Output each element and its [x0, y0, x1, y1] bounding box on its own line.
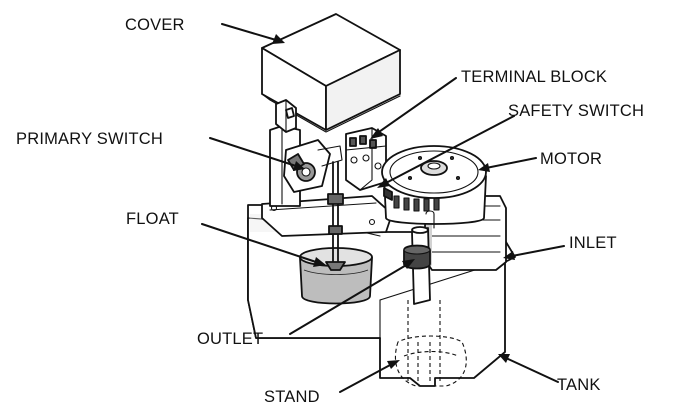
arrow-float	[201, 223, 317, 263]
label-tank: TANK	[557, 376, 601, 394]
arrow-tank	[505, 357, 559, 383]
label-stand: STAND	[264, 388, 320, 406]
label-cover: COVER	[125, 16, 185, 34]
arrow-cover	[221, 23, 277, 41]
label-safety-switch: SAFETY SWITCH	[508, 102, 644, 120]
label-primary-switch: PRIMARY SWITCH	[16, 130, 163, 148]
float-rod	[325, 161, 346, 271]
stand	[394, 300, 467, 387]
arrow-safety-switch	[383, 115, 515, 185]
arrow-primary-switch	[209, 137, 297, 167]
float	[299, 247, 373, 305]
arrow-outlet	[289, 263, 409, 335]
label-float: FLOAT	[126, 210, 179, 228]
arrow-inlet	[511, 245, 565, 257]
motor	[381, 145, 487, 225]
arrow-terminal-block	[375, 77, 457, 135]
cover	[261, 13, 401, 133]
callout-arrows	[201, 23, 565, 393]
arrow-stand	[339, 363, 393, 393]
label-inlet: INLET	[569, 234, 617, 252]
label-motor: MOTOR	[540, 150, 602, 168]
terminal-block-assembly	[345, 127, 387, 191]
label-terminal-block: TERMINAL BLOCK	[461, 68, 607, 86]
arrow-motor	[485, 157, 537, 169]
label-outlet: OUTLET	[197, 330, 263, 348]
